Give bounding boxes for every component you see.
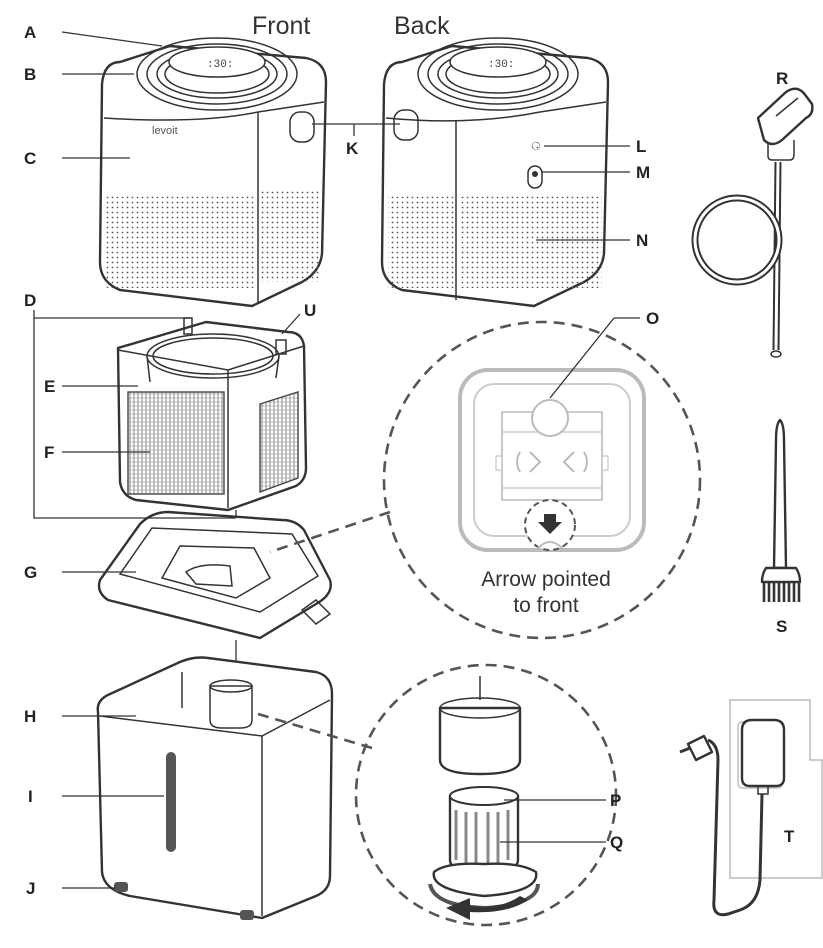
label-e: E	[44, 377, 55, 396]
front-title: Front	[252, 12, 310, 40]
brush-drawing	[760, 418, 802, 602]
display-readout-front: :30:	[207, 59, 233, 71]
label-u: U	[304, 301, 316, 320]
label-c: C	[24, 149, 36, 168]
pump-detail-drawing	[428, 676, 540, 920]
adapter-drawing	[679, 699, 823, 917]
label-b: B	[24, 65, 36, 84]
label-f: F	[44, 443, 54, 462]
caption-line2: to front	[513, 594, 579, 617]
label-k: K	[346, 139, 359, 158]
front-unit-drawing: levoit :30:	[98, 37, 328, 308]
label-q: Q	[610, 833, 623, 852]
base-detail-drawing	[458, 368, 646, 552]
display-readout-back: :30:	[488, 59, 514, 71]
back-unit-drawing: :30:	[289, 37, 610, 308]
label-o: O	[646, 309, 659, 328]
label-l: L	[636, 137, 646, 156]
label-m: M	[636, 163, 650, 182]
label-s: S	[776, 617, 787, 636]
detail-circle-pump	[354, 663, 618, 927]
label-n: N	[636, 231, 648, 250]
base-tray-drawing	[97, 510, 332, 640]
tube-drawing	[691, 87, 814, 358]
label-j: J	[26, 879, 35, 898]
label-r: R	[776, 69, 788, 88]
detail-circle-base	[382, 320, 702, 640]
filter-drawing	[116, 317, 308, 512]
caption-line1: Arrow pointed	[481, 568, 611, 591]
water-tank-drawing	[96, 656, 334, 920]
label-i: I	[28, 787, 33, 806]
back-title: Back	[394, 12, 450, 40]
label-a: A	[24, 23, 36, 42]
label-g: G	[24, 563, 37, 582]
label-d: D	[24, 291, 36, 310]
label-h: H	[24, 707, 36, 726]
label-p: P	[610, 791, 621, 810]
label-t: T	[784, 827, 795, 846]
brand-logo-front: levoit	[152, 125, 178, 137]
